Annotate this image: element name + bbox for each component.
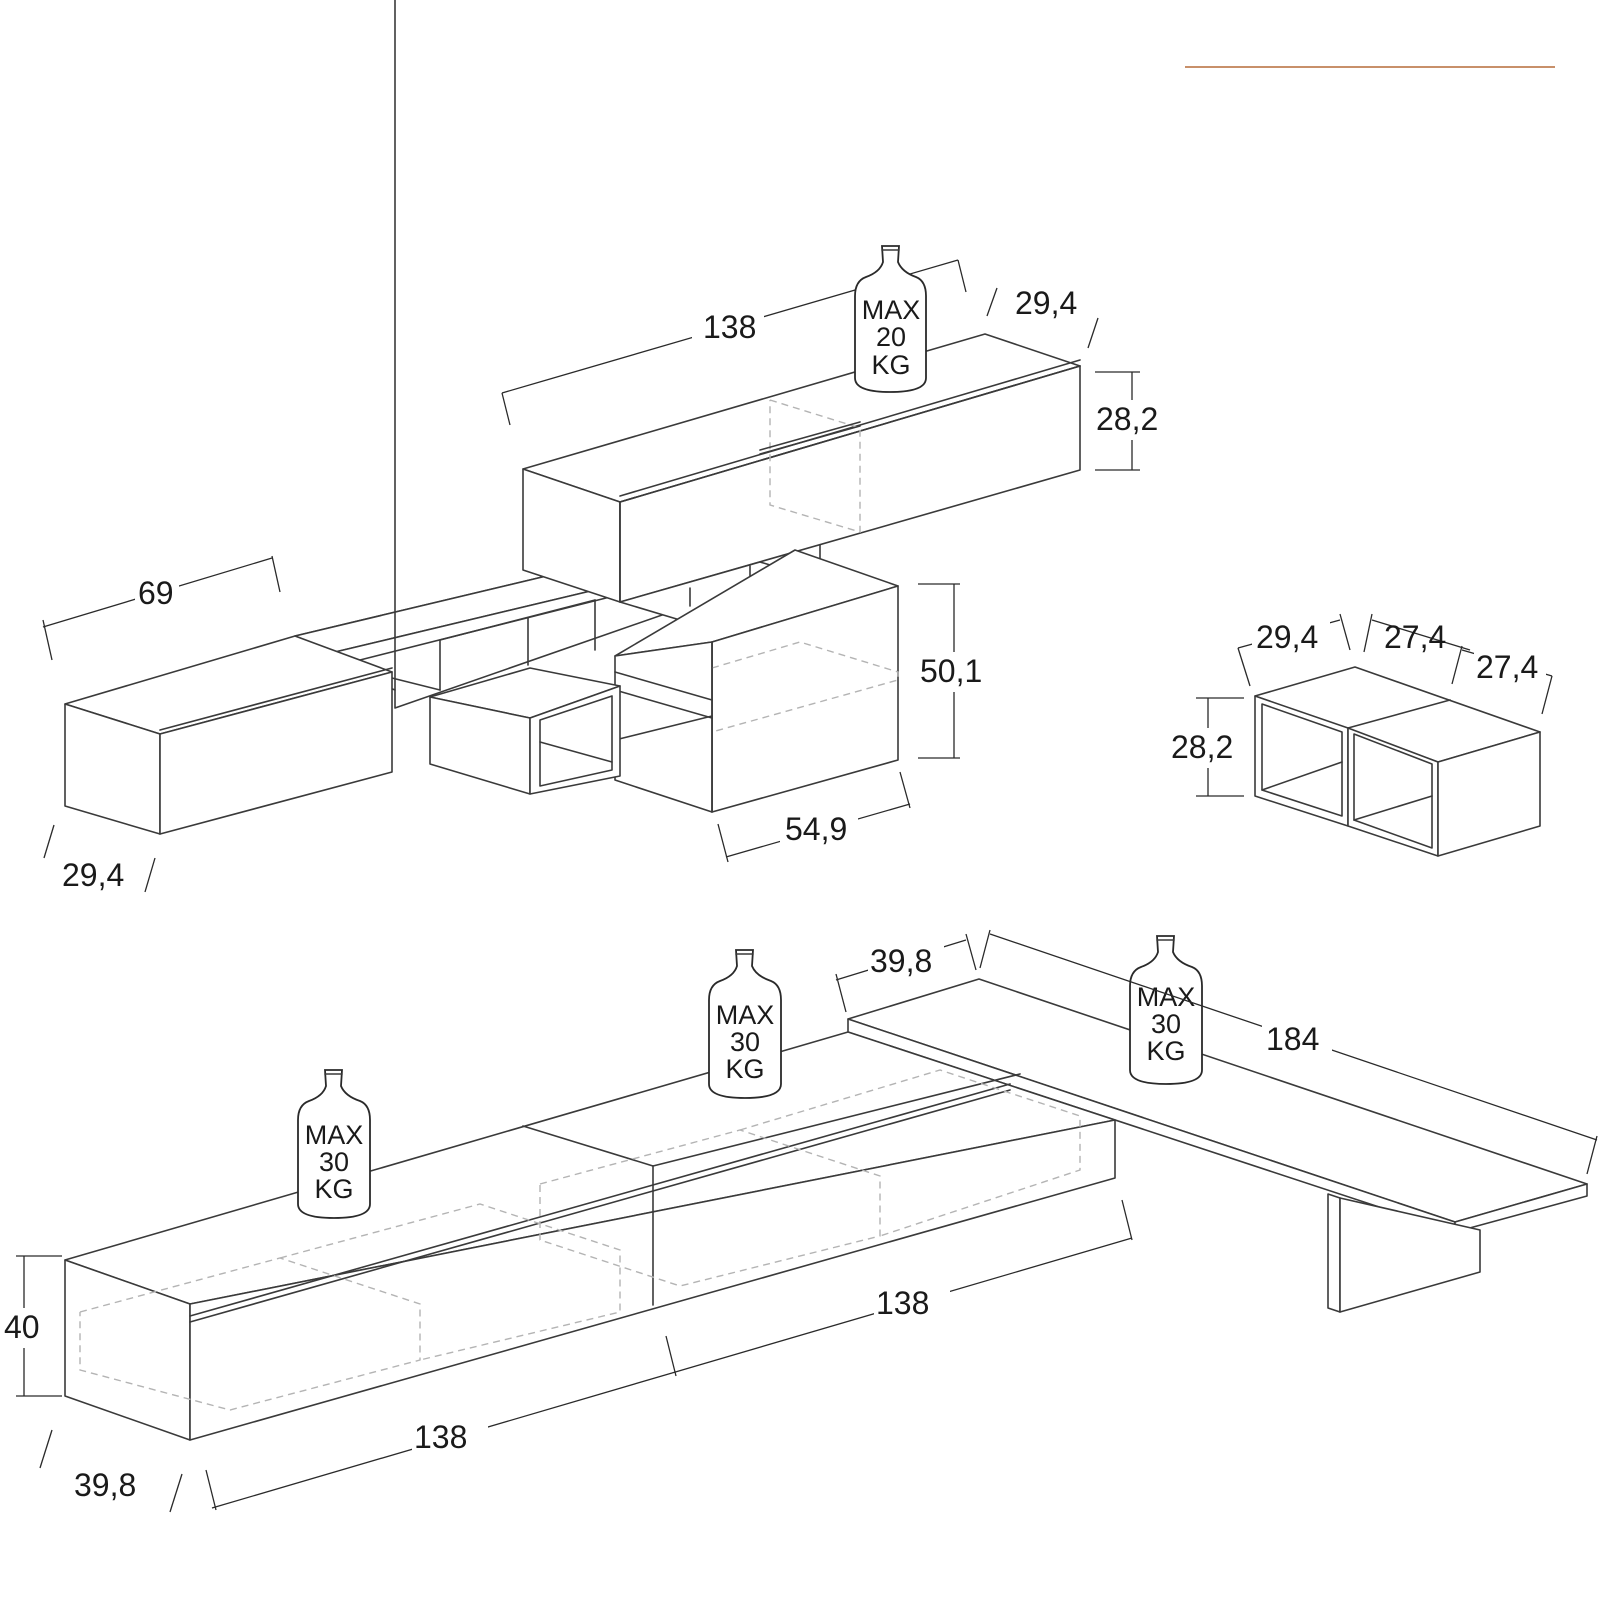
dim-label-wall-depth: 29,4 [1015, 285, 1077, 321]
load-middle-2: 30 [730, 1027, 760, 1057]
desk-extension [847, 978, 1588, 1313]
load-line-3: KG [871, 350, 910, 380]
dim-138-top: 138 [501, 259, 967, 426]
dim-cube-width-a: 27,4 [1363, 613, 1471, 655]
dim-label-shelf-depth: 29,4 [62, 857, 124, 893]
dim-cube-height: 28,2 [1170, 697, 1246, 797]
dim-50-1: 50,1 [916, 583, 994, 759]
dim-28-2-top: 28,2 [1095, 371, 1170, 471]
load-left-2: 30 [319, 1147, 349, 1177]
dim-label-lower-width-right: 138 [876, 1285, 929, 1321]
dim-69: 69 [42, 555, 281, 661]
load-right-3: KG [1146, 1036, 1185, 1066]
dim-label-shelf-width: 69 [138, 575, 174, 611]
load-middle-3: KG [725, 1054, 764, 1084]
dim-29-4-top: 29,4 [986, 285, 1099, 349]
load-line-2: 20 [876, 322, 906, 352]
load-middle-1: MAX [716, 1000, 775, 1030]
cube-modules: 29,4 27,4 27,4 28,2 [1170, 613, 1553, 857]
dim-desk-depth: 39,8 [835, 933, 977, 1013]
dim-label-cube-width-a: 27,4 [1384, 619, 1446, 655]
load-right-2: 30 [1151, 1009, 1181, 1039]
dim-54-9: 54,9 [717, 771, 911, 863]
sideboard [64, 1031, 1116, 1441]
load-line-1: MAX [862, 295, 921, 325]
dim-cube-width-b: 27,4 [1451, 645, 1553, 715]
max-30kg-vase-middle-icon: MAX 30 KG [708, 949, 782, 1099]
upper-composition: 138 29,4 28,2 69 29,4 [42, 0, 1170, 893]
wall-cabinet-138 [522, 333, 1081, 603]
load-left-1: MAX [305, 1120, 364, 1150]
dim-label-cube-height: 28,2 [1171, 729, 1233, 765]
dim-label-wall-height: 28,2 [1096, 401, 1158, 437]
dim-label-cube-width-b: 27,4 [1476, 649, 1538, 685]
dim-label-desk-width: 184 [1266, 1021, 1319, 1057]
max-30kg-vase-left-icon: MAX 30 KG [297, 1069, 371, 1219]
dim-lower-width-left: 138 [205, 1335, 677, 1511]
dim-label-lower-width-left: 138 [414, 1419, 467, 1455]
dim-desk-width: 184 [979, 929, 1598, 1175]
dim-label-base-height: 50,1 [920, 653, 982, 689]
dim-label-base-width: 54,9 [785, 811, 847, 847]
dim-lower-depth: 39,8 [39, 1429, 183, 1513]
dim-lower-height: 40 [2, 1255, 62, 1397]
lower-composition: MAX 30 KG MAX 30 KG MAX 30 KG 40 [2, 929, 1598, 1513]
dim-cube-depth: 29,4 [1237, 613, 1351, 687]
dim-label-lower-height: 40 [4, 1309, 40, 1345]
dim-label-desk-depth: 39,8 [870, 943, 932, 979]
wall-cabinet-69 [64, 635, 393, 835]
dim-lower-width-right: 138 [671, 1199, 1133, 1374]
load-left-3: KG [314, 1174, 353, 1204]
dim-label-lower-depth: 39,8 [74, 1467, 136, 1503]
max-20kg-vase-icon: MAX 20 KG [854, 245, 927, 393]
dim-label-wall-width: 138 [703, 309, 756, 345]
dim-label-cube-depth: 29,4 [1256, 619, 1318, 655]
dim-29-4-left: 29,4 [43, 824, 156, 893]
max-30kg-vase-right-icon: MAX 30 KG [1129, 935, 1203, 1085]
small-open-box [429, 667, 621, 795]
